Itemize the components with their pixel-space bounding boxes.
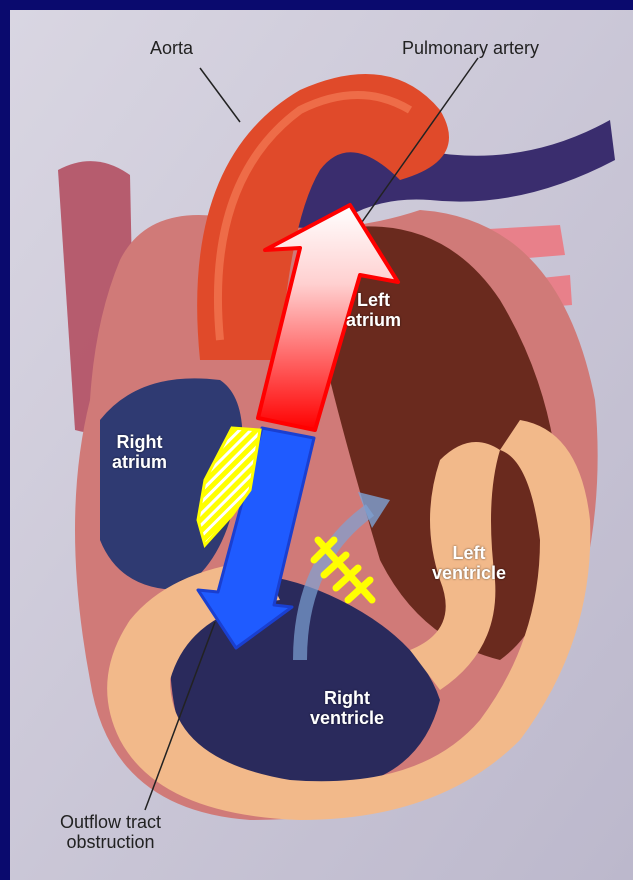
pulmonary-artery-label: Pulmonary artery: [402, 38, 539, 58]
left-atrium-label: Left atrium: [346, 290, 401, 330]
right-ventricle-label: Right ventricle: [310, 688, 384, 728]
outflow-tract-label: Outflow tract obstruction: [60, 812, 161, 852]
aorta-label: Aorta: [150, 38, 193, 58]
left-ventricle-label: Left ventricle: [432, 543, 506, 583]
right-atrium-label: Right atrium: [112, 432, 167, 472]
